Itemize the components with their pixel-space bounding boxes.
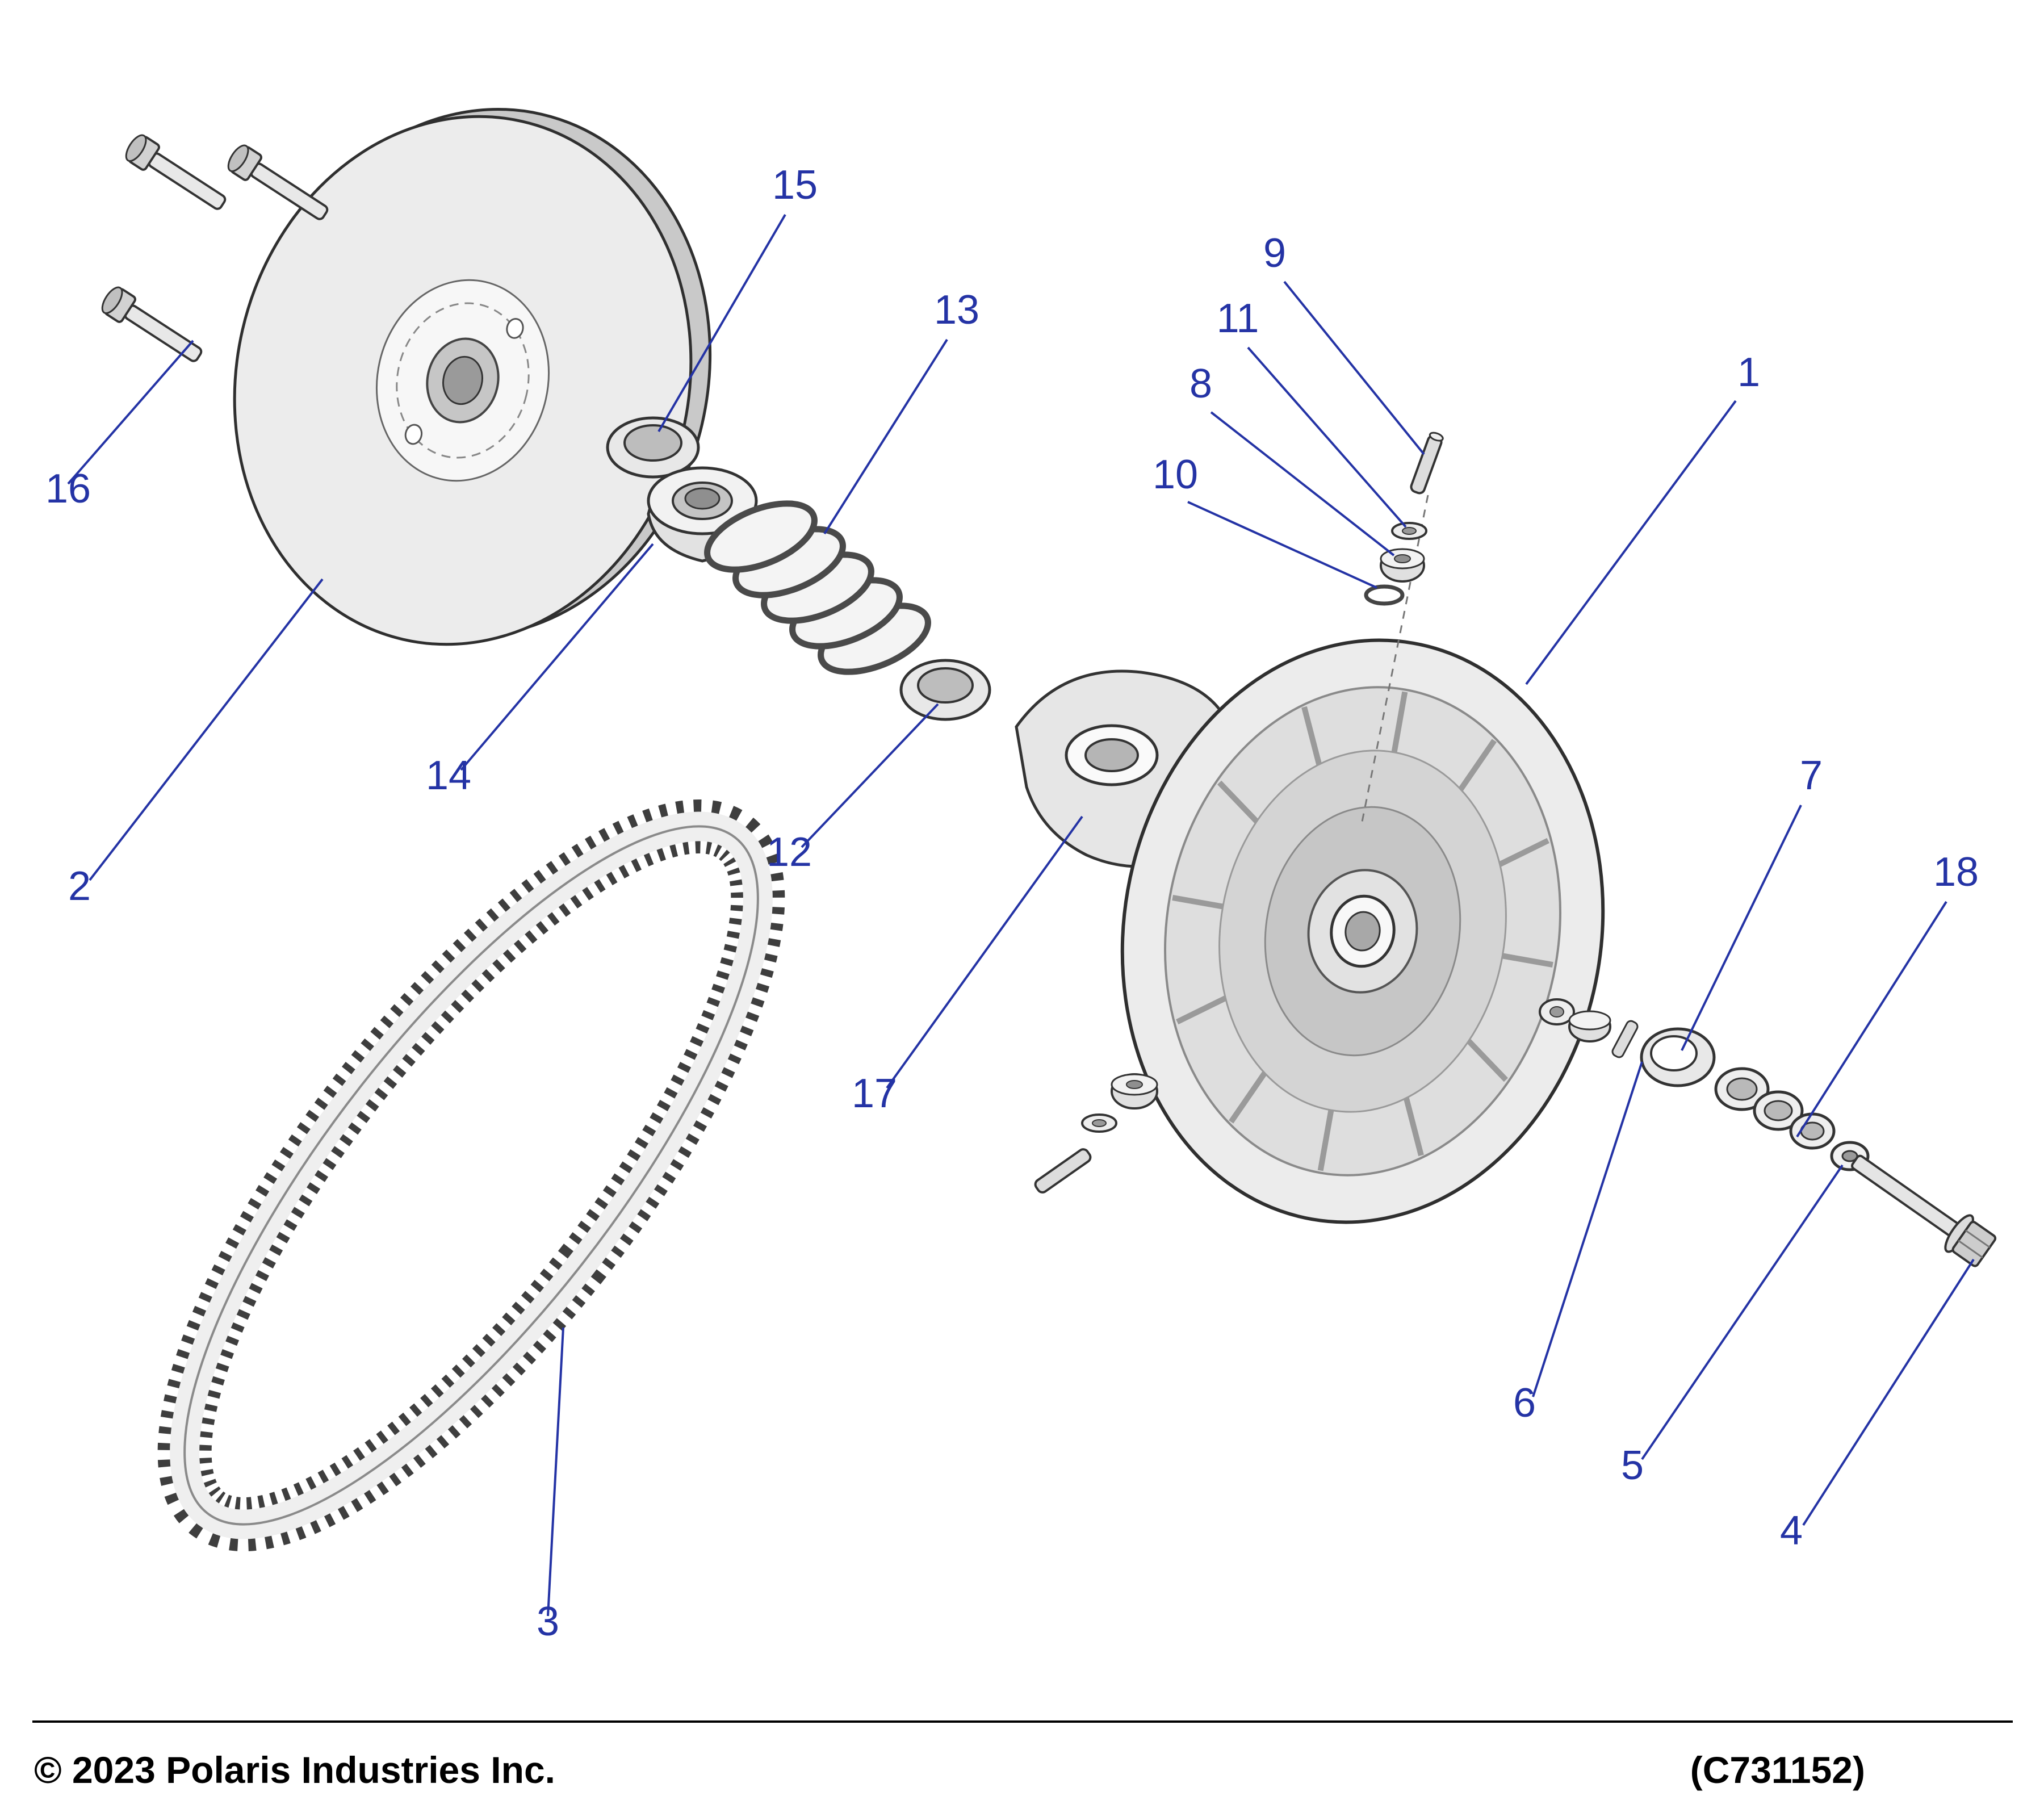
- part-bushing-upper: [606, 416, 700, 479]
- washer-6-hole: [1726, 1077, 1758, 1101]
- callout-label-5: 5: [1621, 1443, 1644, 1488]
- part-roller-pin-set-lower: [1034, 1073, 1158, 1194]
- footer-drawing-code: (C731152): [1690, 1749, 1865, 1791]
- sheave-hole-2: [404, 424, 423, 445]
- washer-11-hole: [1402, 527, 1417, 535]
- leader-line-13: [823, 338, 948, 535]
- leader-line-5: [1641, 1164, 1844, 1460]
- leader-line-8: [1210, 411, 1395, 556]
- leader-line-6: [1532, 1061, 1643, 1397]
- leader-line-9: [1283, 280, 1425, 455]
- callout-label-4: 4: [1780, 1508, 1803, 1554]
- pin-c: [1611, 1020, 1639, 1058]
- washer-mid-hole: [1764, 1100, 1793, 1121]
- part-drive-belt: [157, 799, 785, 1552]
- leader-line-15: [657, 213, 786, 433]
- sheave-hole-1: [506, 317, 524, 339]
- leader-line-1: [1525, 400, 1737, 685]
- spacer-7-bore: [1650, 1035, 1698, 1071]
- sheave-bore: [442, 355, 483, 405]
- callout-label-16: 16: [45, 466, 91, 512]
- part-spring: [704, 500, 931, 675]
- plate-bore-inner: [1344, 911, 1381, 952]
- callout-label-3: 3: [537, 1599, 559, 1644]
- callout-label-11: 11: [1217, 296, 1259, 341]
- roller-b-face: [1568, 1010, 1611, 1031]
- pin-9: [1410, 432, 1444, 495]
- leader-line-3: [547, 1327, 564, 1617]
- callout-label-17: 17: [852, 1071, 897, 1116]
- callout-label-14: 14: [426, 753, 471, 798]
- callout-label-18: 18: [1933, 849, 1979, 895]
- roller-8-hole: [1394, 554, 1411, 563]
- footer-copyright: © 2023 Polaris Industries Inc.: [34, 1749, 555, 1791]
- assembly-dashed-line: [1360, 495, 1429, 825]
- leader-lines: [67, 213, 1975, 1617]
- callout-label-1: 1: [1737, 350, 1760, 395]
- callout-label-10: 10: [1153, 452, 1198, 497]
- callout-label-7: 7: [1800, 753, 1823, 798]
- belt-teeth: [157, 799, 785, 1552]
- bolt-1: [125, 134, 227, 210]
- callout-label-9: 9: [1263, 231, 1286, 276]
- callout-label-15: 15: [772, 162, 818, 208]
- part-movable-sheave: [1120, 638, 1605, 1224]
- leader-line-12: [801, 703, 939, 848]
- leader-line-16: [67, 340, 194, 485]
- part-bushing-lower: [899, 659, 991, 721]
- callout-label-12: 12: [767, 830, 812, 875]
- callout-label-8: 8: [1189, 361, 1212, 407]
- callout-label-13: 13: [934, 287, 979, 333]
- bolt-2: [227, 144, 329, 220]
- leader-line-11: [1247, 346, 1407, 528]
- sheave-hub-dashed-circle: [396, 302, 530, 459]
- washer-a-hole: [1549, 1006, 1564, 1018]
- leader-line-7: [1681, 805, 1802, 1051]
- ring-10: [1364, 584, 1405, 606]
- leader-line-2: [89, 578, 324, 881]
- part-hardware-chain: [1539, 998, 1997, 1267]
- bolt-4: [1851, 1154, 1997, 1267]
- leader-line-14: [460, 543, 654, 771]
- callout-label-6: 6: [1513, 1380, 1536, 1426]
- belt-centerline: [183, 825, 759, 1526]
- callout-labels: 1 2 3 4 5 6 7 8 9 10 11 12 13 14 15 16 1…: [45, 162, 1979, 1644]
- leader-line-10: [1187, 501, 1377, 589]
- part-fixed-sheave: [233, 108, 712, 646]
- leader-line-4: [1802, 1258, 1975, 1526]
- callout-label-2: 2: [68, 864, 91, 909]
- leader-line-18: [1796, 901, 1947, 1138]
- part-roller-pin-set-upper: [1360, 432, 1444, 825]
- bolt-3: [101, 286, 203, 362]
- leader-line-17: [886, 815, 1083, 1089]
- part-spring-retainer: [647, 466, 758, 563]
- part-bolts: [101, 134, 329, 362]
